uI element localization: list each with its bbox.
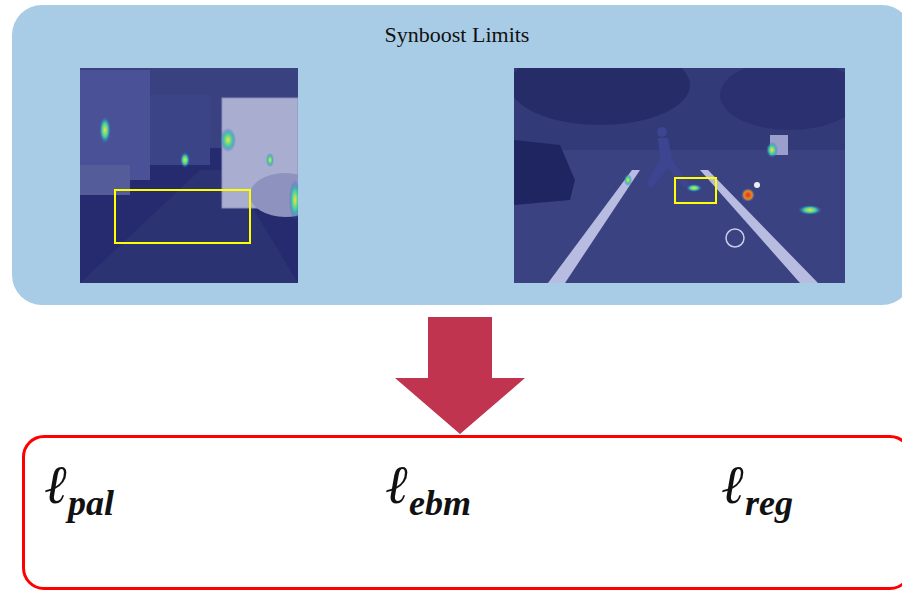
loss-term: ℓebm xyxy=(386,458,471,521)
block-arrow xyxy=(395,317,525,434)
loss-term: ℓreg xyxy=(722,458,793,521)
limits-panel: Synboost Limits xyxy=(12,5,902,305)
street-image-right xyxy=(514,68,845,283)
loss-term: ℓpal xyxy=(45,458,114,521)
loss-box: ℓpal ℓebm ℓreg xyxy=(22,435,902,590)
street-image-left xyxy=(80,68,298,283)
panel-title: Synboost Limits xyxy=(12,22,902,48)
